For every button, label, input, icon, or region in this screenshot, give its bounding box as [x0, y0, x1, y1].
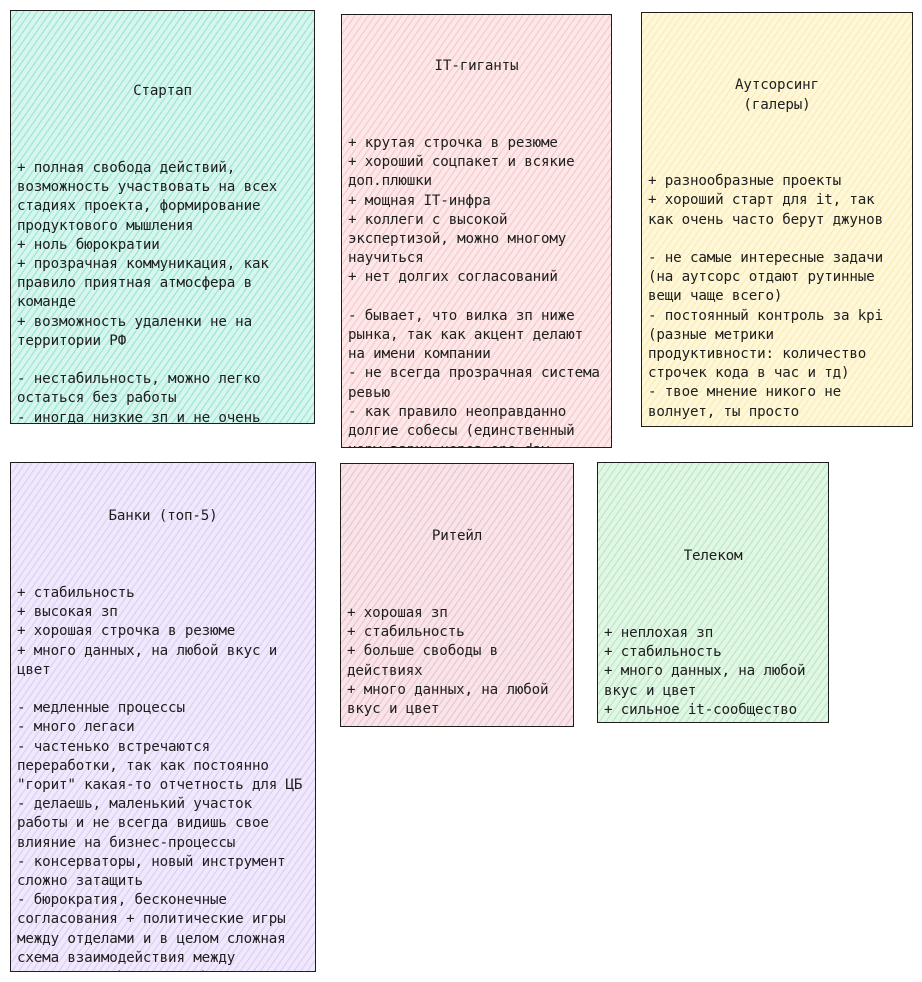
- card-title: Стартап: [133, 83, 192, 100]
- card-retail: Ритейл + хорошая зп + стабильность + бол…: [340, 463, 574, 727]
- card-body: + неплохая зп + стабильность + много дан…: [604, 625, 806, 718]
- card-banks: Банки (топ-5) + стабильность + высокая з…: [10, 462, 316, 972]
- card-title: IT-гиганты: [434, 58, 519, 75]
- card-title: Телеком: [683, 548, 743, 565]
- card-body: + полная свобода действий, возможность у…: [17, 160, 278, 424]
- card-title: Аутсорсинг (галеры): [735, 77, 819, 113]
- card-body: + крутая строчка в резюме + хороший соцп…: [348, 135, 600, 447]
- card-outsourcing: Аутсорсинг (галеры) + разнообразные прое…: [641, 12, 913, 427]
- card-it-giants: IT-гиганты + крутая строчка в резюме + х…: [341, 14, 612, 448]
- card-telecom: Телеком + неплохая зп + стабильность + м…: [597, 462, 829, 723]
- card-body: + разнообразные проекты + хороший старт …: [648, 173, 883, 426]
- card-startup: Стартап + полная свобода действий, возмо…: [10, 10, 315, 424]
- card-body: + стабильность + высокая зп + хорошая ст…: [17, 585, 303, 971]
- card-title: Банки (топ-5): [108, 508, 218, 525]
- card-title: Ритейл: [431, 528, 483, 545]
- card-body: + хорошая зп + стабильность + больше сво…: [347, 605, 549, 718]
